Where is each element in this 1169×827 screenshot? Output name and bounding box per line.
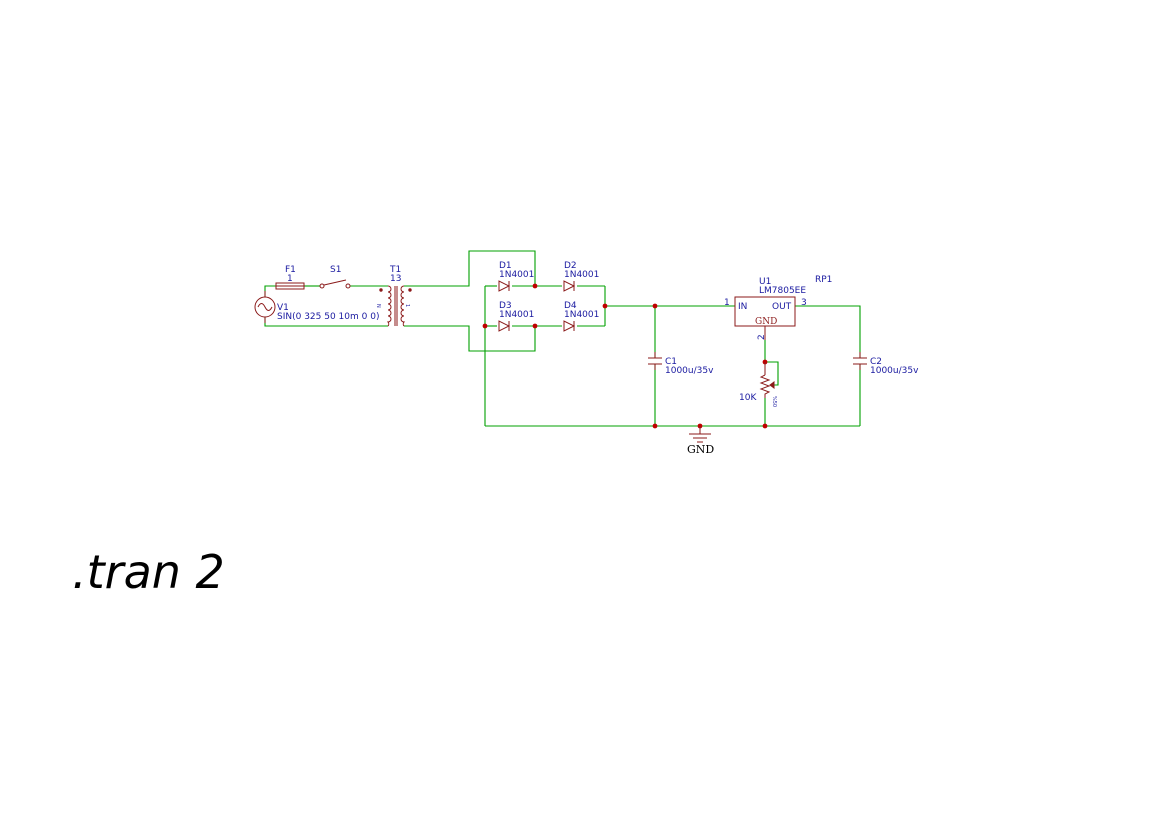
d1-ref: D1 <box>499 261 512 271</box>
s1-switch: S1 <box>319 265 351 289</box>
d2-value: 1N4001 <box>564 270 599 280</box>
t1-ref: T1 <box>389 265 401 275</box>
spice-directive[interactable]: .tran 2 <box>72 545 225 599</box>
svg-text:1: 1 <box>404 304 410 307</box>
d4-diode: D4 1N4001 <box>563 301 599 332</box>
wire-rp1-wiper <box>765 361 779 386</box>
v1-ref: V1 <box>277 303 289 313</box>
d3-diode: D3 1N4001 <box>498 301 534 332</box>
u1-pin2-number: 2 <box>757 334 767 340</box>
ground-label: GND <box>687 443 714 456</box>
v1-value: SIN(0 325 50 10m 0 0) <box>277 312 379 322</box>
rp1-ref: RP1 <box>815 275 832 285</box>
d3-ref: D3 <box>499 301 512 311</box>
junction <box>602 303 608 309</box>
t1-value: 13 <box>390 274 401 284</box>
c1-capacitor: C1 1000u/35v <box>648 352 714 376</box>
u1-pin-gnd-label: GND <box>755 317 777 327</box>
junction <box>532 283 538 289</box>
d1-value: 1N4001 <box>499 270 534 280</box>
c1-value: 1000u/35v <box>665 366 714 376</box>
f1-value: 1 <box>287 274 293 284</box>
d3-value: 1N4001 <box>499 310 534 320</box>
d1-diode: D1 1N4001 <box>498 261 534 292</box>
t1-transformer: N 1 T1 13 <box>375 265 412 327</box>
rp1-potentiometer: RP1 %50 10K <box>739 275 832 407</box>
junction <box>652 423 658 429</box>
junction <box>482 323 488 329</box>
c2-capacitor: C2 1000u/35v <box>853 352 919 376</box>
ground-symbol: GND <box>687 426 714 456</box>
d4-value: 1N4001 <box>564 310 599 320</box>
junction <box>652 303 658 309</box>
v1-ac-source: V1 SIN(0 325 50 10m 0 0) <box>254 291 379 323</box>
f1-ref: F1 <box>285 265 296 275</box>
u1-regulator: IN OUT GND 1 3 2 U1 LM7805EE <box>724 277 807 340</box>
wire-t1-bridge-bottom <box>404 325 536 352</box>
d4-ref: D4 <box>564 301 577 311</box>
wire-u1-out-c2 <box>795 305 861 358</box>
c2-value: 1000u/35v <box>870 366 919 376</box>
svg-text:N: N <box>375 304 381 308</box>
u1-pin-in-label: IN <box>738 302 747 312</box>
junctions <box>482 283 768 429</box>
u1-pin-out-label: OUT <box>772 302 792 312</box>
junction <box>532 323 538 329</box>
f1-fuse: F1 1 <box>275 265 305 290</box>
c1-ref: C1 <box>665 357 677 367</box>
wire-t1-bridge-top <box>404 250 536 287</box>
u1-ref: U1 <box>759 277 771 287</box>
u1-pin3-number: 3 <box>801 298 807 308</box>
s1-ref: S1 <box>330 265 341 275</box>
rp1-value: 10K <box>739 393 757 403</box>
wire-v1-f1 <box>264 285 276 297</box>
u1-value: LM7805EE <box>759 286 806 296</box>
u1-pin1-number: 1 <box>724 298 730 308</box>
junction <box>762 423 768 429</box>
d2-diode: D2 1N4001 <box>563 261 599 292</box>
rp1-note: %50 <box>771 396 777 407</box>
c2-ref: C2 <box>870 357 882 367</box>
d2-ref: D2 <box>564 261 577 271</box>
